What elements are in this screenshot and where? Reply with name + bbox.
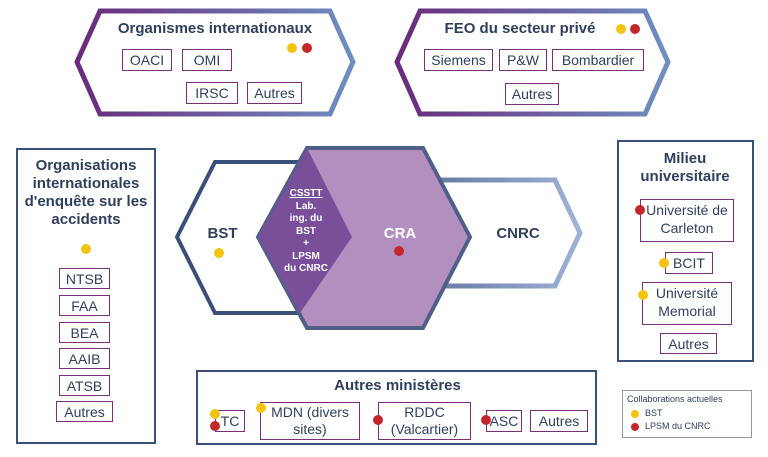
overlap-line: Lab. xyxy=(295,200,317,212)
lpsm-dot xyxy=(630,24,640,34)
tag-omi: OMI xyxy=(182,49,232,71)
tag-autres-ministeres: Autres xyxy=(530,410,588,432)
bst-dot xyxy=(616,24,626,34)
lpsm-dot xyxy=(373,415,383,425)
tag-bcit: BCIT xyxy=(665,252,713,274)
overlap-line: CSSTT xyxy=(289,188,323,199)
accident-investigation-title: Organisations internationales d'enquête … xyxy=(24,157,148,228)
tag-aaib: AAIB xyxy=(59,348,110,369)
tag-oaci: OACI xyxy=(122,49,172,71)
tag-memorial: Université Memorial xyxy=(642,282,732,325)
tag-ntsb: NTSB xyxy=(59,268,110,289)
bst-dot xyxy=(638,290,648,300)
tag-tc: TC xyxy=(215,410,245,432)
bst-label: BST xyxy=(207,225,238,242)
lpsm-dot xyxy=(302,43,312,53)
lpsm-dot xyxy=(635,205,645,215)
tag-asc: ASC xyxy=(486,410,522,432)
tag-autres-investigation: Autres xyxy=(56,401,113,422)
overlap-line: LPSM xyxy=(292,250,320,262)
lpsm-dot xyxy=(394,246,404,256)
overlap-text: CSSTT Lab. ing. du BST + LPSM du CNRC xyxy=(278,188,334,276)
legend-bst-label: BST xyxy=(645,408,663,418)
bst-dot xyxy=(210,409,220,419)
tag-bombardier: Bombardier xyxy=(552,49,644,71)
tag-faa: FAA xyxy=(59,295,110,316)
legend-title: Collaborations actuelles xyxy=(627,394,723,404)
overlap-line: ing. du xyxy=(289,213,323,224)
academia-panel xyxy=(617,140,754,362)
overlap-line: + xyxy=(303,238,309,249)
tag-bea: BEA xyxy=(59,322,110,343)
tag-autres-intl: Autres xyxy=(247,82,302,104)
overlap-line: du CNRC xyxy=(284,263,328,274)
lpsm-dot xyxy=(210,421,220,431)
bst-dot xyxy=(287,43,297,53)
tag-autres-academia: Autres xyxy=(660,333,717,354)
bst-dot xyxy=(256,403,266,413)
bst-dot xyxy=(214,248,224,258)
tag-pw: P&W xyxy=(499,49,547,71)
legend: Collaborations actuelles BST LPSM du CNR… xyxy=(622,390,752,438)
overlap-region xyxy=(258,148,352,313)
tag-carleton: Université de Carleton xyxy=(640,199,734,242)
academia-title: Milieu universitaire xyxy=(640,150,730,185)
private-sector-title: FEO du secteur privé xyxy=(444,20,596,37)
overlap-line: BST xyxy=(296,225,316,237)
tag-rddc: RDDC (Valcartier) xyxy=(378,402,471,440)
cnrc-label: CNRC xyxy=(496,225,540,242)
legend-lpsm-label: LPSM du CNRC xyxy=(645,421,711,431)
tag-atsb: ATSB xyxy=(59,375,110,396)
tag-irsc: IRSC xyxy=(186,82,238,104)
legend-bst-dot xyxy=(631,410,639,418)
bst-dot xyxy=(81,244,91,254)
international-orgs-title: Organismes internationaux xyxy=(117,20,313,37)
tag-mdn: MDN (divers sites) xyxy=(260,402,360,440)
legend-lpsm-dot xyxy=(631,423,639,431)
tag-autres-private: Autres xyxy=(505,83,559,105)
lpsm-dot xyxy=(481,415,491,425)
other-departments-title: Autres ministères xyxy=(334,377,461,394)
cra-label: CRA xyxy=(383,225,417,242)
tag-siemens: Siemens xyxy=(424,49,493,71)
bst-dot xyxy=(659,258,669,268)
